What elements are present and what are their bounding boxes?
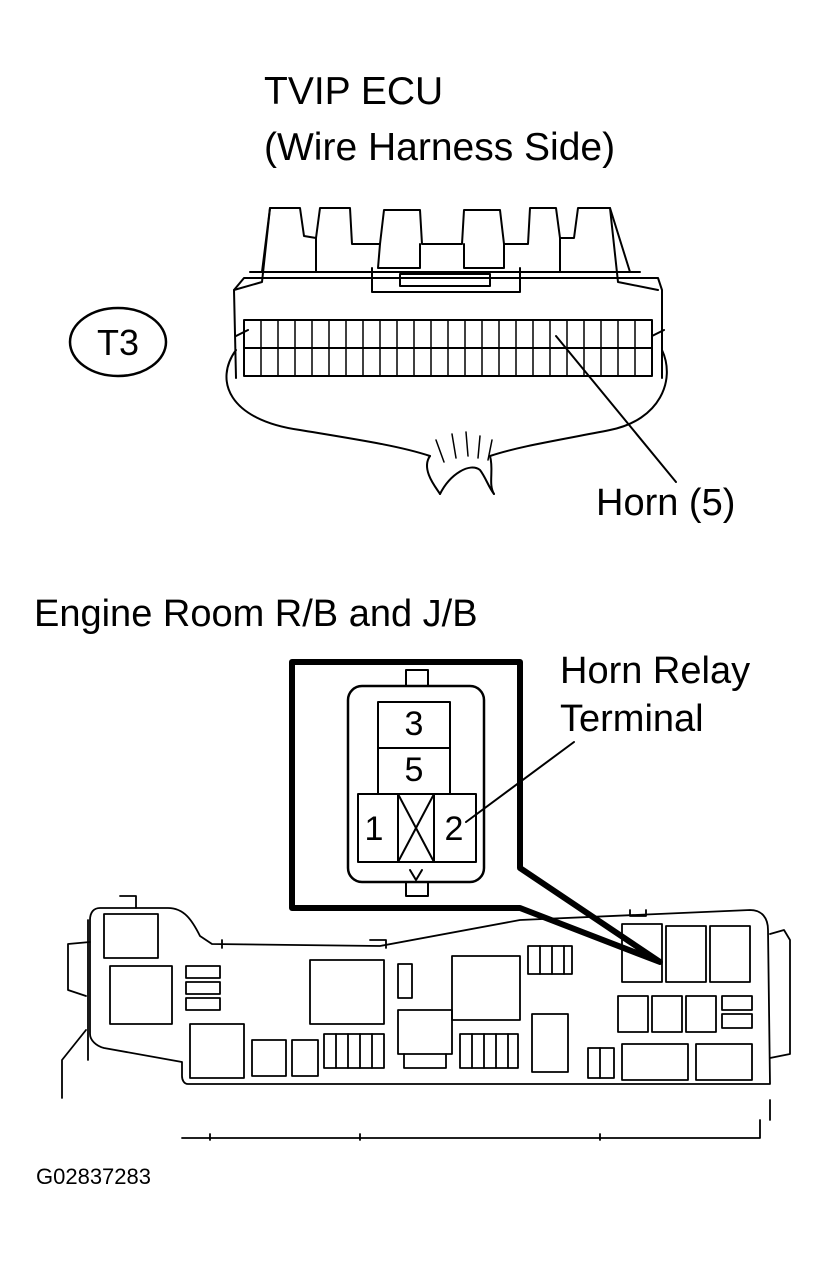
horn-relay-label-line2: Terminal — [560, 698, 704, 740]
terminal-3-text: 3 — [405, 705, 424, 743]
horn-terminal-label: Horn (5) — [596, 482, 736, 524]
figure-code: G02837283 — [36, 1164, 151, 1189]
terminal-2-text: 2 — [445, 810, 464, 848]
ecu-connector — [225, 207, 668, 495]
ecu-title: TVIP ECU — [264, 70, 444, 113]
junction-block-title: Engine Room R/B and J/B — [34, 593, 478, 635]
connector-id-badge: T3 — [68, 306, 168, 378]
terminal-5-text: 5 — [405, 751, 424, 789]
ecu-subtitle: (Wire Harness Side) — [264, 126, 616, 169]
horn-relay-label-line1: Horn Relay — [560, 650, 751, 692]
relay-callout: 3 5 1 2 — [289, 659, 663, 965]
horn-leader-line — [555, 335, 677, 483]
connector-id-text: T3 — [97, 322, 139, 363]
junction-block-outline — [61, 895, 791, 1141]
terminal-1-text: 1 — [365, 810, 384, 848]
relay-leader-line — [465, 741, 575, 823]
